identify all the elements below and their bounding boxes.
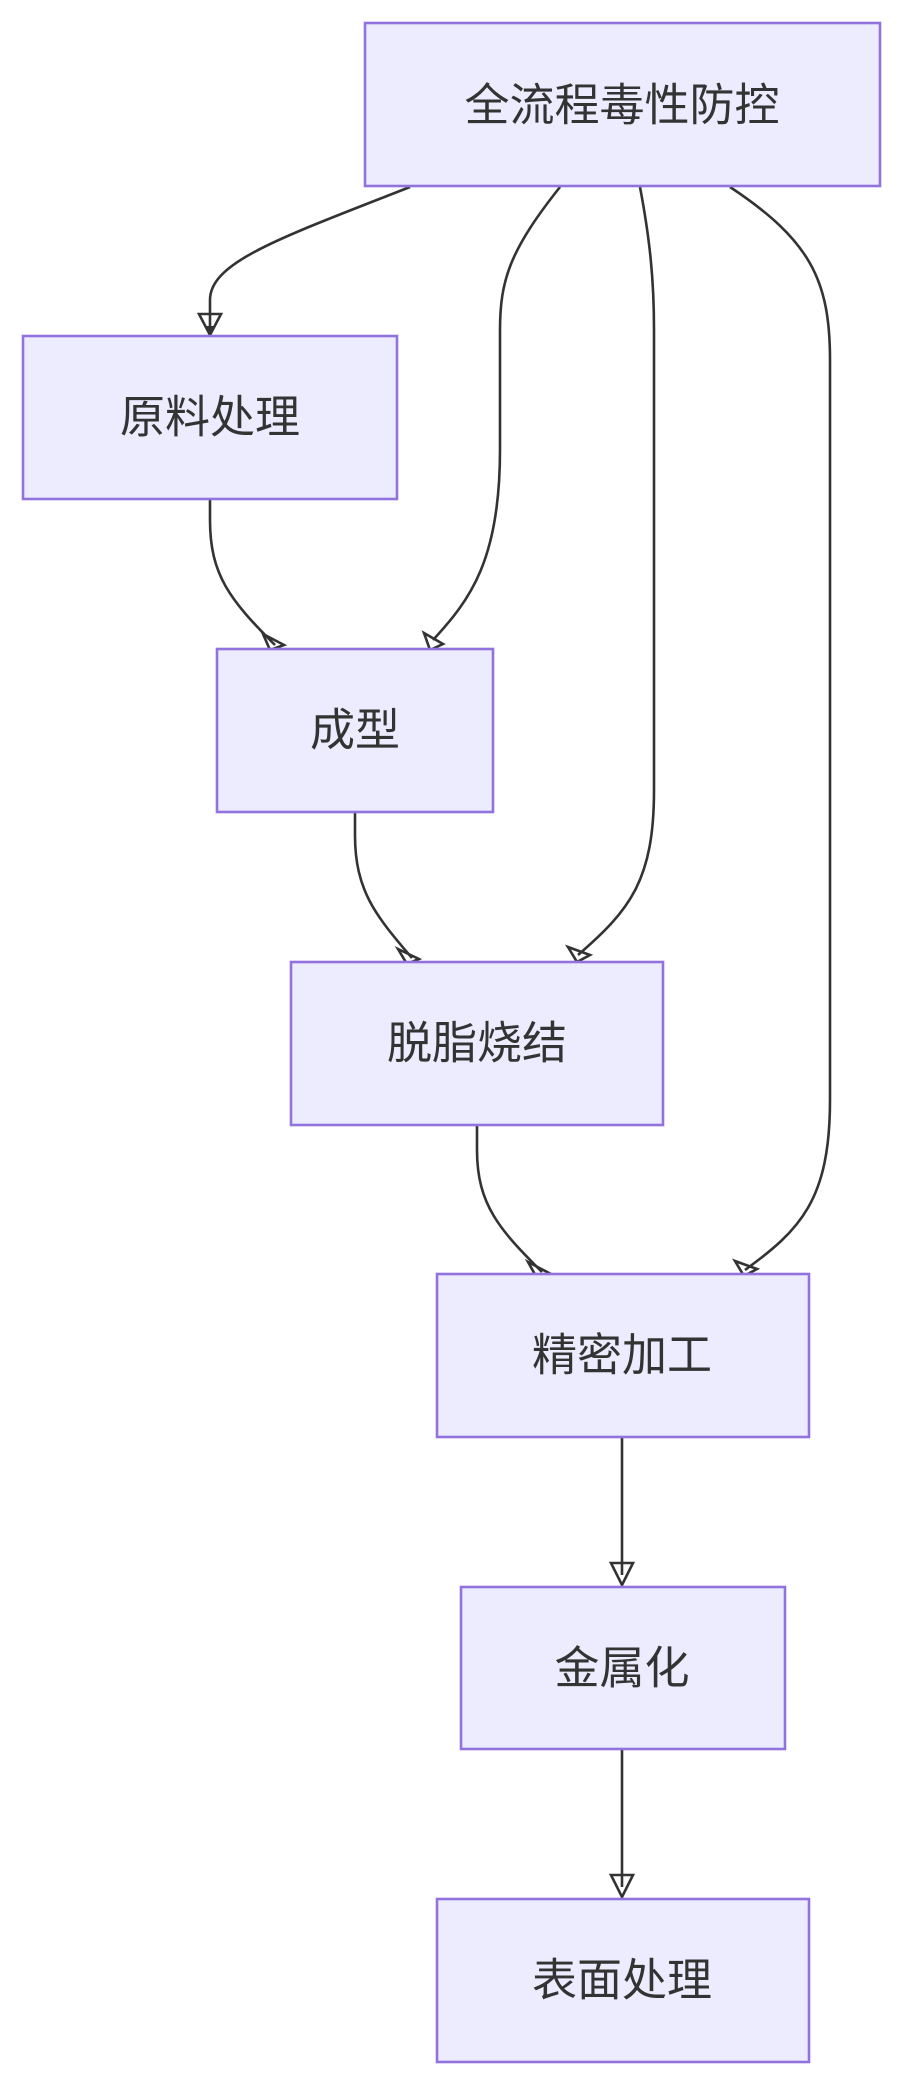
edge-debind-to-machining (475, 1125, 553, 1280)
edge-forming-to-debind (353, 812, 423, 966)
edge-root-to-raw (196, 185, 411, 338)
node-debinding-sintering[interactable]: 脱脂烧结 (289, 960, 665, 1127)
edge-metallize-to-surface (608, 1749, 636, 1900)
arrowhead-raw (196, 312, 224, 338)
node-precision-machining-label: 精密加工 (532, 1329, 712, 1382)
edge-root-to-debind (564, 186, 656, 964)
connector-root-forming (432, 186, 562, 641)
connector-root-machining (729, 185, 832, 1272)
connector-forming-debind (353, 812, 413, 959)
edge-raw-to-forming (208, 499, 288, 652)
connector-root-debind (577, 186, 656, 956)
node-raw-material-label: 原料处理 (120, 391, 300, 444)
node-surface-treatment-label: 表面处理 (532, 1954, 712, 2007)
node-precision-machining[interactable]: 精密加工 (435, 1272, 811, 1439)
node-debinding-sintering-label: 脱脂烧结 (387, 1017, 567, 1070)
node-root-label: 全流程毒性防控 (464, 79, 779, 132)
arrowhead-debind-from-root (564, 944, 594, 964)
node-forming[interactable]: 成型 (215, 647, 495, 814)
arrowhead-metallize (608, 1561, 636, 1588)
node-root[interactable]: 全流程毒性防控 (363, 21, 882, 188)
arrowhead-forming-from-root (421, 630, 446, 652)
connector-raw-forming (208, 499, 276, 646)
arrowhead-surface (608, 1873, 636, 1900)
edge-root-to-machining (729, 185, 832, 1278)
node-raw-material[interactable]: 原料处理 (21, 334, 399, 501)
node-forming-label: 成型 (310, 704, 400, 757)
edge-root-to-forming (421, 186, 562, 652)
arrowhead-forming-from-raw (260, 631, 288, 652)
node-surface-treatment[interactable]: 表面处理 (435, 1897, 811, 2064)
edge-machining-to-metallize (608, 1437, 636, 1588)
connector-debind-machining (475, 1125, 543, 1273)
node-metallization[interactable]: 金属化 (459, 1585, 787, 1751)
arrowhead-machining-from-root (731, 1258, 761, 1278)
connector-root-raw (205, 185, 411, 335)
node-metallization-label: 金属化 (554, 1642, 689, 1695)
